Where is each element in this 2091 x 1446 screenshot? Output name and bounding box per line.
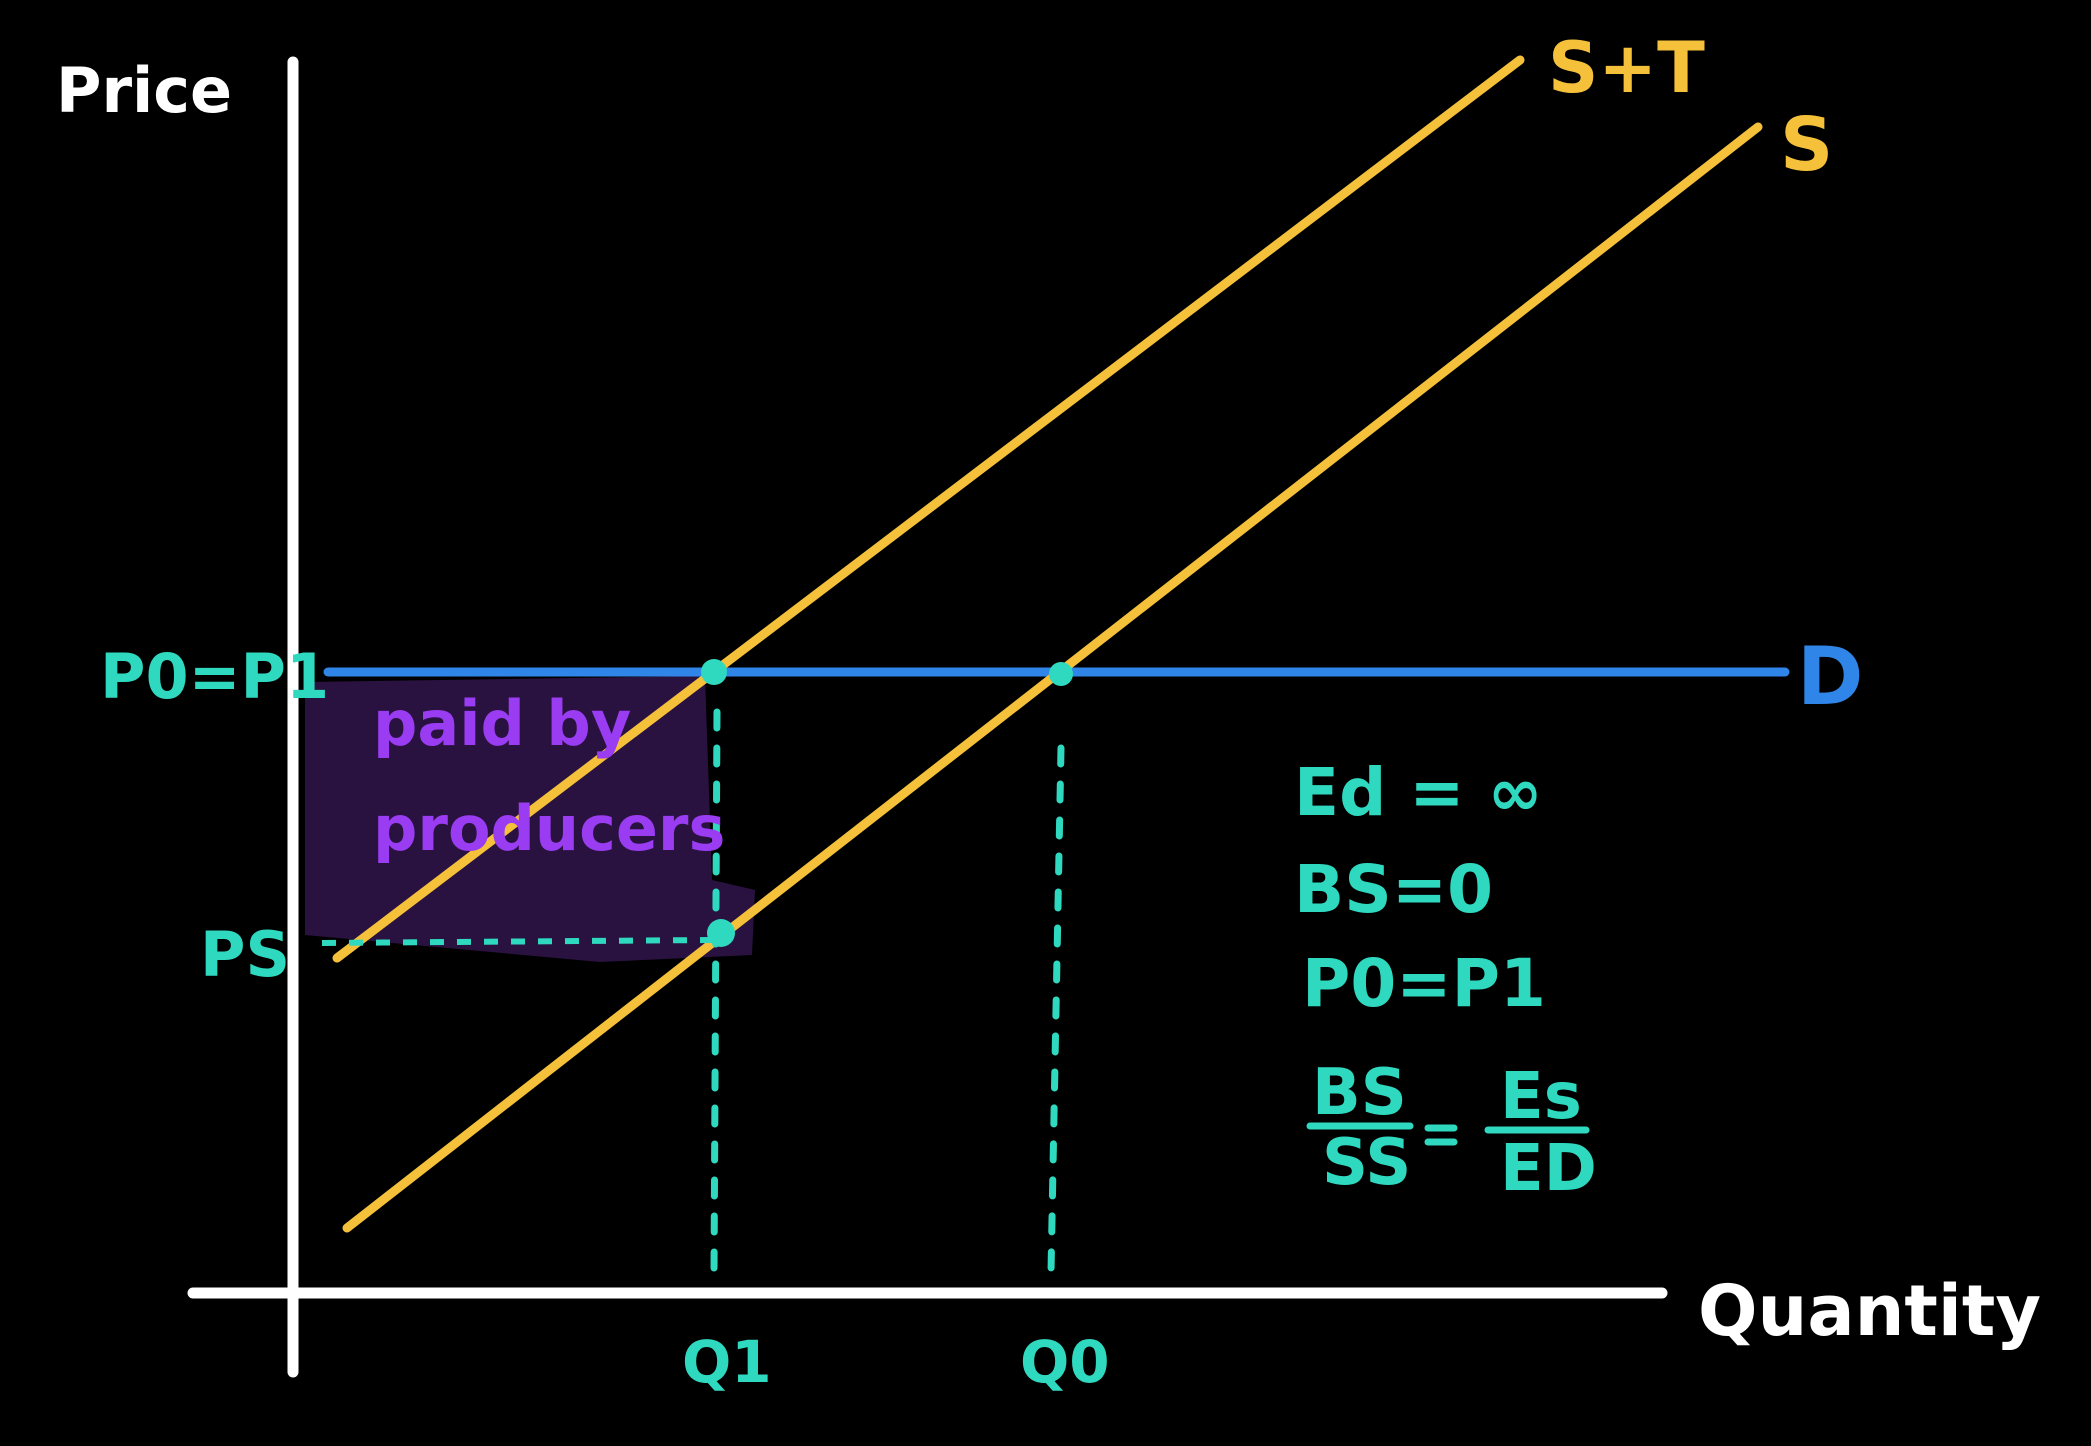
note-price-equality: P0=P1 <box>1302 945 1546 1022</box>
ps-label: PS <box>200 918 290 991</box>
seller-price-point <box>707 919 735 947</box>
shade-text-line2: producers <box>373 792 725 865</box>
q0-dotted-line <box>1047 744 1065 1276</box>
equilibrium-point-original <box>1049 662 1073 686</box>
q1-label: Q1 <box>682 1328 772 1396</box>
supply-plus-tax-label: S+T <box>1548 27 1705 109</box>
y-axis-label: Price <box>56 54 232 127</box>
ps-dashed-line <box>321 937 713 946</box>
shade-text-line1: paid by <box>373 687 631 760</box>
fraction-left-numerator: BS <box>1312 1056 1407 1130</box>
q1-dotted-line <box>710 708 721 1276</box>
producer-burden-shade <box>305 676 755 962</box>
supply-label: S <box>1780 102 1833 188</box>
fraction-right-denominator: ED <box>1500 1132 1597 1206</box>
equilibrium-point-tax <box>701 659 727 685</box>
fraction-right-numerator: Es <box>1500 1060 1582 1134</box>
note-demand-elasticity: Ed = ∞ <box>1294 754 1543 831</box>
p0-equals-p1-label: P0=P1 <box>100 640 329 713</box>
demand-label: D <box>1797 630 1863 723</box>
note-buyer-share: BS=0 <box>1294 851 1493 928</box>
fraction-left-denominator: SS <box>1322 1126 1411 1200</box>
supply-plus-tax-line <box>332 55 1525 963</box>
x-axis-label: Quantity <box>1698 1270 2041 1352</box>
q0-label: Q0 <box>1020 1328 1110 1396</box>
